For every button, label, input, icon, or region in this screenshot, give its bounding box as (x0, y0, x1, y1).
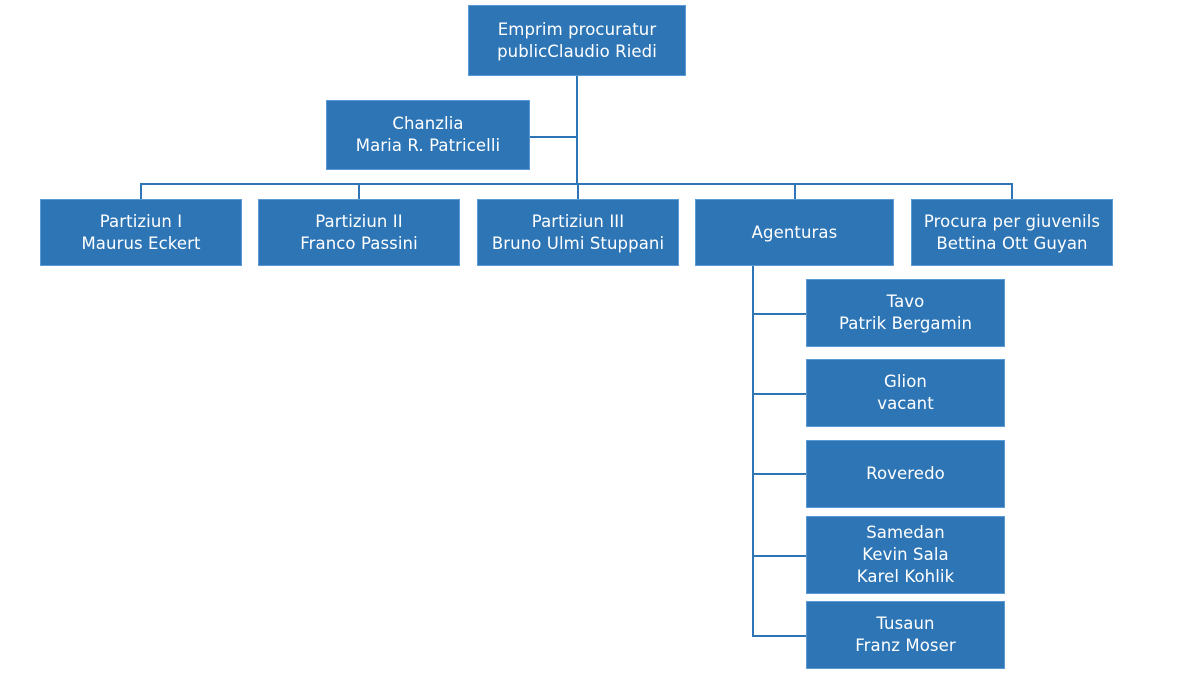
org-node-partiziun-1-line-2: Maurus Eckert (81, 233, 201, 253)
connector-agenturas-trunk (752, 266, 754, 636)
org-node-glion-line-2: vacant (877, 394, 934, 413)
org-node-root-line-1: Emprim procuratur (497, 19, 657, 39)
org-node-roveredo[interactable]: Roveredo (806, 440, 1005, 508)
org-node-partiziun-2-line-2: Franco Passini (300, 233, 418, 253)
connector-branch-glion (752, 393, 806, 395)
org-node-glion-line-1: Glion (883, 372, 927, 392)
connector-chanzlia-stub (530, 136, 578, 138)
org-node-procura-giuvenils-line-1: Procura per giuvenils (923, 211, 1101, 231)
connector-drop-partiziun-3 (577, 183, 579, 199)
org-node-root-line-2: publicClaudio Riedi (497, 41, 657, 61)
org-node-tavo-line-1: Tavo (886, 292, 925, 312)
org-node-chanzlia-line-1: Chanzlia (392, 114, 464, 134)
org-node-agenturas[interactable]: Agenturas (695, 199, 894, 266)
org-node-glion[interactable]: Glion vacant (806, 359, 1005, 427)
org-node-roveredo-line-1: Roveredo (866, 464, 945, 484)
org-node-samedan-line-2: Kevin Sala (862, 545, 949, 565)
connector-branch-tavo (752, 313, 806, 315)
org-node-samedan-line-3: Karel Kohlik (856, 566, 955, 586)
org-node-tavo-line-2: Patrik Bergamin (838, 314, 973, 333)
connector-root-drop-upper (576, 76, 578, 183)
connector-branch-samedan (752, 555, 806, 557)
connector-drop-partiziun-1 (140, 183, 142, 199)
org-node-chanzlia-line-2: Maria R. Patricelli (355, 136, 501, 155)
org-node-agenturas-line-1: Agenturas (751, 222, 838, 242)
org-node-samedan-line-1: Samedan (866, 523, 945, 543)
org-node-tusaun-line-1: Tusaun (876, 614, 935, 634)
org-node-partiziun-1-line-1: Partiziun I (99, 211, 183, 231)
org-node-partiziun-2-line-1: Partiziun II (315, 211, 403, 231)
org-node-tusaun-line-2: Franz Moser (855, 636, 956, 655)
org-node-partiziun-3-line-2: Bruno Ulmi Stuppani (491, 233, 665, 253)
connector-drop-partiziun-2 (358, 183, 360, 199)
org-node-partiziun-3-line-1: Partiziun III (531, 211, 625, 231)
connector-drop-procura (1011, 183, 1013, 199)
connector-drop-agenturas (794, 183, 796, 199)
org-node-procura-giuvenils-line-2: Bettina Ott Guyan (936, 233, 1088, 253)
connector-branch-roveredo (752, 473, 806, 475)
connector-branch-tusaun (752, 635, 806, 637)
